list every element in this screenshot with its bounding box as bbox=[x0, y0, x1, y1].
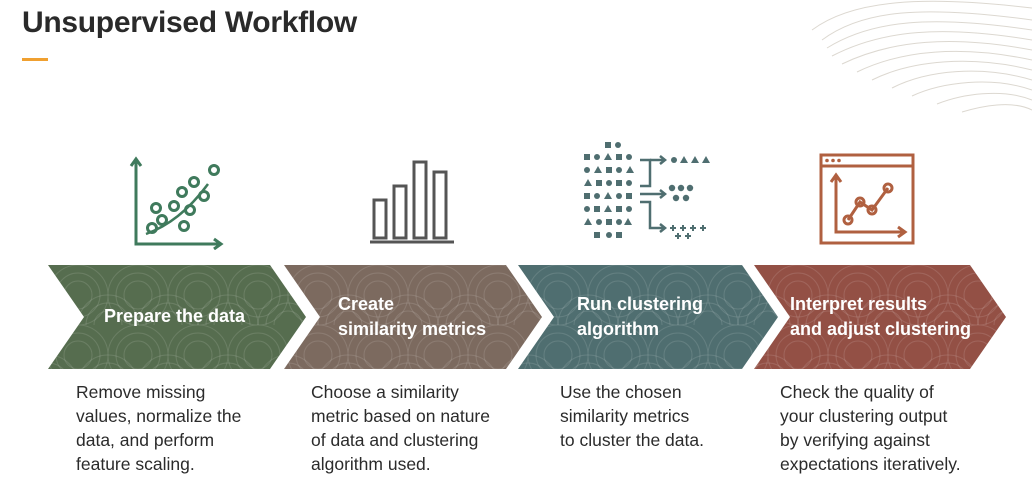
page-title: Unsupervised Workflow bbox=[22, 6, 357, 39]
description-line: algorithm used. bbox=[311, 454, 431, 474]
step-2-description: Choose a similarity metric based on natu… bbox=[311, 380, 490, 476]
chevron-step-1 bbox=[48, 265, 306, 369]
bar-chart-icon bbox=[370, 160, 454, 244]
step-1-description: Remove missing values, normalize the dat… bbox=[76, 380, 241, 476]
title-underline bbox=[22, 58, 48, 61]
step-2-label: Create similarity metrics bbox=[338, 292, 486, 342]
step-3-label-line: algorithm bbox=[577, 319, 660, 339]
description-line: values, normalize the bbox=[76, 406, 242, 426]
step-3-label-line: Run clustering bbox=[577, 294, 704, 314]
description-line: Use the chosen bbox=[560, 382, 682, 402]
workflow-chevrons bbox=[48, 265, 1006, 369]
chevron-step-4 bbox=[754, 265, 1006, 369]
line-chart-window-icon bbox=[819, 153, 915, 245]
step-4-label-line: and adjust clustering bbox=[790, 319, 972, 339]
chevron-step-2 bbox=[284, 265, 542, 369]
description-line: data, and perform bbox=[76, 430, 215, 450]
description-line: of data and clustering bbox=[311, 430, 479, 450]
description-line: to cluster the data. bbox=[560, 430, 704, 450]
description-line: Remove missing bbox=[76, 382, 206, 402]
step-1-label-line: Prepare the data bbox=[104, 306, 246, 326]
decorative-pattern bbox=[811, 0, 1032, 113]
scatter-plot-icon bbox=[129, 156, 224, 250]
step-2-label-line: Create bbox=[338, 294, 395, 314]
step-4-label: Interpret results and adjust clustering bbox=[790, 292, 971, 342]
description-line: Check the quality of bbox=[780, 382, 934, 402]
description-line: Choose a similarity bbox=[311, 382, 459, 402]
clustering-icon bbox=[584, 142, 710, 239]
step-3-label: Run clustering algorithm bbox=[577, 292, 703, 342]
description-line: similarity metrics bbox=[560, 406, 690, 426]
step-4-label-line: Interpret results bbox=[790, 294, 928, 314]
step-3-description: Use the chosen similarity metrics to clu… bbox=[560, 380, 704, 452]
description-line: metric based on nature bbox=[311, 406, 490, 426]
chevron-step-3 bbox=[518, 265, 778, 369]
description-line: by verifying against bbox=[780, 430, 930, 450]
step-4-description: Check the quality of your clustering out… bbox=[780, 380, 961, 476]
step-1-label: Prepare the data bbox=[104, 304, 245, 329]
description-line: expectations iteratively. bbox=[780, 454, 961, 474]
step-2-label-line: similarity metrics bbox=[338, 319, 487, 339]
description-line: feature scaling. bbox=[76, 454, 195, 474]
description-line: your clustering output bbox=[780, 406, 948, 426]
